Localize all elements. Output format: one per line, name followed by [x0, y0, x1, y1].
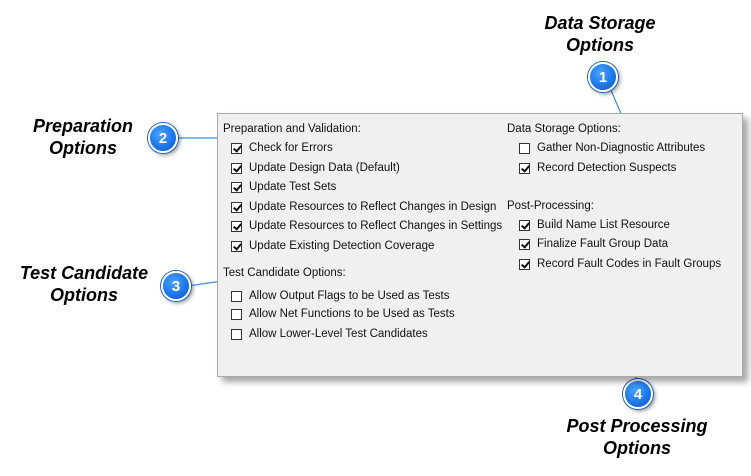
checkbox-box[interactable]	[231, 142, 242, 154]
checkbox-box[interactable]	[231, 181, 242, 193]
checkbox-box[interactable]	[519, 162, 530, 174]
data-storage-section-label: Data Storage Options:	[507, 123, 621, 135]
checkbox-gather-non-diagnostic[interactable]: Gather Non-Diagnostic Attributes	[519, 140, 705, 156]
callout-badge-2: 2	[148, 123, 178, 153]
callout-title-preparation: Preparation Options	[32, 116, 134, 158]
callout-title-post-processing: Post Processing Options	[566, 416, 708, 458]
checkbox-update-resources-design[interactable]: Update Resources to Reflect Changes in D…	[231, 199, 496, 215]
options-panel: Preparation and Validation: Check for Er…	[217, 113, 743, 377]
checkbox-box[interactable]	[231, 240, 242, 252]
checkbox-build-name-list[interactable]: Build Name List Resource	[519, 217, 670, 233]
checkbox-box[interactable]	[231, 220, 242, 232]
leader-line-1	[609, 87, 623, 117]
checkbox-box[interactable]	[231, 328, 242, 340]
checkbox-record-fault-codes[interactable]: Record Fault Codes in Fault Groups	[519, 256, 721, 272]
checkbox-allow-lower-level[interactable]: Allow Lower-Level Test Candidates	[231, 326, 428, 342]
callout-title-test-candidate: Test Candidate Options	[19, 263, 149, 305]
checkbox-box[interactable]	[519, 142, 530, 154]
checkbox-update-design-data[interactable]: Update Design Data (Default)	[231, 160, 400, 176]
checkbox-box[interactable]	[519, 219, 530, 231]
checkbox-allow-output-flags[interactable]: Allow Output Flags to be Used as Tests	[231, 288, 450, 304]
post-processing-section-label: Post-Processing:	[507, 200, 594, 212]
test-candidate-section-label: Test Candidate Options:	[223, 267, 346, 279]
callout-badge-1: 1	[588, 62, 618, 92]
callout-badge-4: 4	[623, 379, 653, 409]
preparation-section-label: Preparation and Validation:	[223, 123, 361, 135]
checkbox-update-test-sets[interactable]: Update Test Sets	[231, 179, 336, 195]
checkbox-record-detection-suspects[interactable]: Record Detection Suspects	[519, 160, 676, 176]
checkbox-box[interactable]	[231, 162, 242, 174]
checkbox-box[interactable]	[519, 258, 530, 270]
checkbox-allow-net-functions[interactable]: Allow Net Functions to be Used as Tests	[231, 306, 455, 322]
checkbox-box[interactable]	[231, 201, 242, 213]
checkbox-box[interactable]	[231, 308, 242, 320]
checkbox-box[interactable]	[231, 290, 242, 302]
checkbox-check-for-errors[interactable]: Check for Errors	[231, 140, 333, 156]
checkbox-update-detection-coverage[interactable]: Update Existing Detection Coverage	[231, 238, 434, 254]
checkbox-finalize-fault-group[interactable]: Finalize Fault Group Data	[519, 236, 668, 252]
callout-badge-3: 3	[161, 271, 191, 301]
callout-title-data-storage: Data Storage Options	[544, 13, 656, 55]
checkbox-box[interactable]	[519, 238, 530, 250]
checkbox-update-resources-settings[interactable]: Update Resources to Reflect Changes in S…	[231, 218, 502, 234]
